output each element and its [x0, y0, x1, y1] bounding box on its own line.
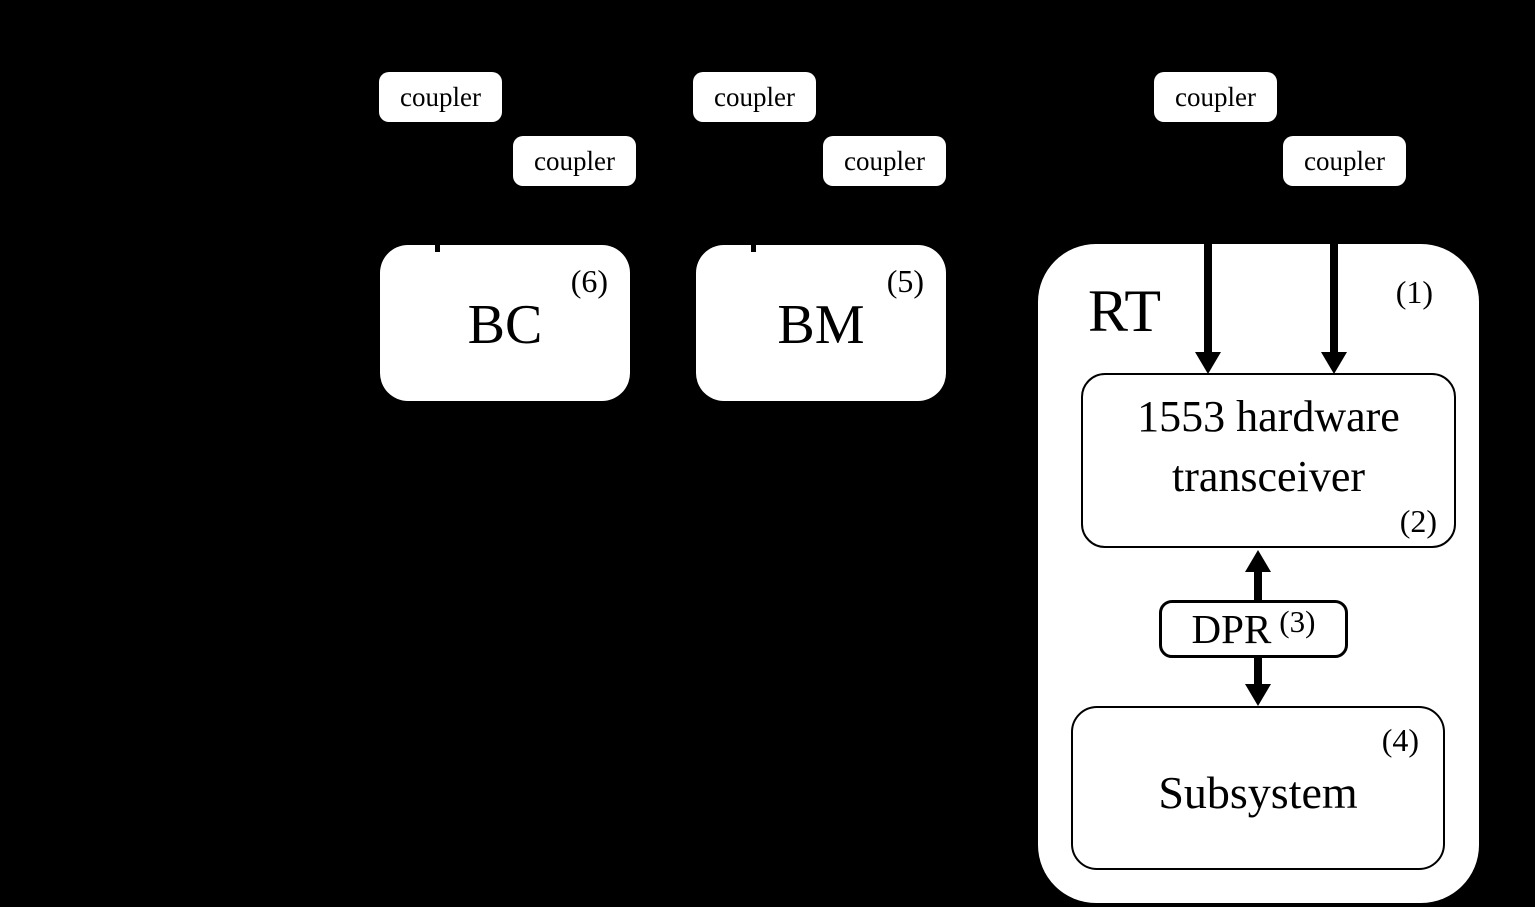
bus-b-arrowhead-icon: [1321, 352, 1347, 374]
dpr-box: DPR (3): [1159, 600, 1348, 658]
coupler-label: coupler: [844, 145, 925, 176]
bc-ref-number: (6): [570, 263, 608, 299]
bus-a-arrowhead-icon: [1195, 352, 1221, 374]
bus-a-arrow-stem: [1204, 244, 1212, 352]
coupler-label: coupler: [1175, 81, 1256, 112]
subsystem-down-arrowhead-icon: [1245, 684, 1271, 706]
transceiver-box: 1553 hardware transceiver (2): [1081, 373, 1456, 548]
bus-b-arrow-stem: [1330, 244, 1338, 352]
bc-box: BC (6): [380, 245, 630, 401]
bm-label: BM: [777, 294, 865, 356]
coupler-box-bc-a: coupler: [379, 72, 502, 122]
dpr-label: DPR: [1191, 606, 1272, 652]
coupler-box-rt-b: coupler: [1283, 136, 1406, 186]
coupler-box-bm-b: coupler: [823, 136, 946, 186]
dpr-up-arrow-stem: [1254, 572, 1262, 600]
subsystem-ref-number: (4): [1381, 722, 1419, 758]
bc-stub-line: [435, 245, 440, 252]
subsystem-label: Subsystem: [1158, 767, 1358, 818]
dpr-up-arrowhead-icon: [1245, 550, 1271, 572]
bm-ref-number: (5): [886, 263, 924, 299]
subsystem-box: Subsystem (4): [1071, 706, 1445, 870]
transceiver-ref-number: (2): [1399, 503, 1437, 539]
bm-stub-line: [751, 245, 756, 252]
transceiver-label-line2: transceiver: [1172, 452, 1365, 501]
bm-box: BM (5): [696, 245, 946, 401]
dpr-ref-number: (3): [1279, 604, 1316, 639]
rt-box: RT (1) 1553 hardware transceiver (2) DPR…: [1038, 244, 1479, 903]
bc-label: BC: [467, 294, 543, 356]
coupler-box-rt-a: coupler: [1154, 72, 1277, 122]
coupler-label: coupler: [1304, 145, 1385, 176]
rt-label: RT: [1088, 278, 1162, 344]
coupler-label: coupler: [400, 81, 481, 112]
coupler-box-bm-a: coupler: [693, 72, 816, 122]
subsystem-down-arrow-stem: [1254, 658, 1262, 684]
coupler-label: coupler: [714, 81, 795, 112]
coupler-box-bc-b: coupler: [513, 136, 636, 186]
rt-ref-number: (1): [1395, 274, 1433, 310]
transceiver-label-line1: 1553 hardware: [1137, 392, 1400, 441]
coupler-label: coupler: [534, 145, 615, 176]
